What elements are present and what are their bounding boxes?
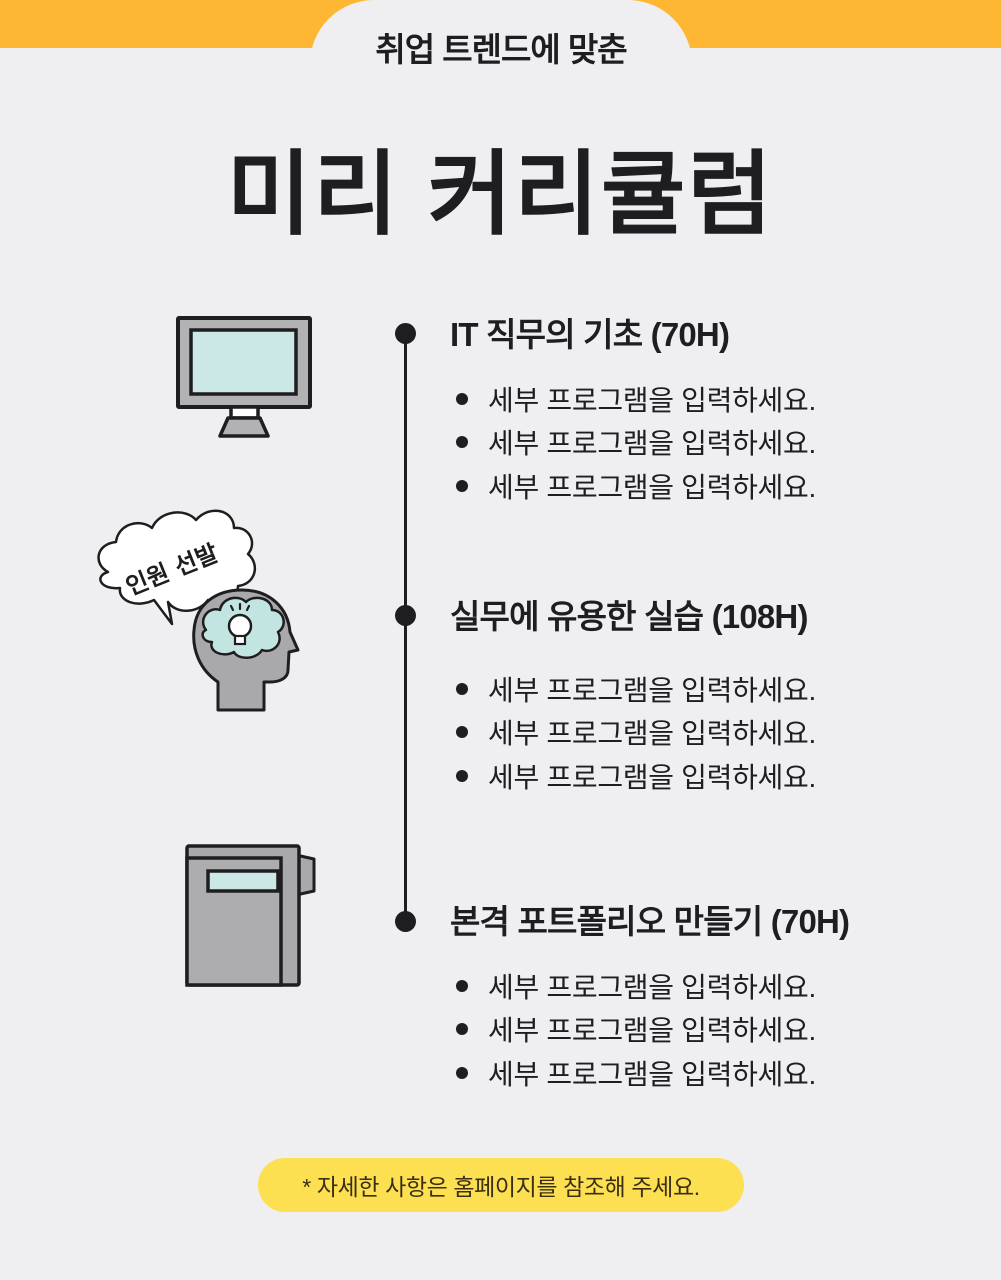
item-text: 세부 프로그램을 입력하세요. [488, 428, 816, 460]
bullet-icon [456, 436, 468, 449]
bullet-icon [456, 479, 468, 492]
head-lightbulb-icon: 인원 선발 [97, 509, 300, 712]
curriculum-section-2: 실무에 유용한 실습 (108H) 세부 프로그램을 입력하세요. 세부 프로그… [450, 597, 816, 798]
section-title: 실무에 유용한 실습 (108H) [450, 598, 808, 635]
item-text: 세부 프로그램을 입력하세요. [488, 718, 816, 750]
item-text: 세부 프로그램을 입력하세요. [488, 761, 816, 793]
bullet-icon [456, 769, 468, 782]
timeline-line [404, 333, 407, 923]
bullet-icon [456, 1023, 468, 1036]
list-item: 세부 프로그램을 입력하세요. [450, 421, 816, 465]
list-item: 세부 프로그램을 입력하세요. [450, 377, 816, 421]
section-items: 세부 프로그램을 입력하세요. 세부 프로그램을 입력하세요. 세부 프로그램을… [450, 667, 816, 798]
timeline-dot-2 [395, 605, 416, 626]
list-item: 세부 프로그램을 입력하세요. [450, 711, 816, 755]
page-title: 미리 커리큘럼 [226, 144, 775, 246]
subtitle: 취업 트렌드에 맞춘 [375, 31, 627, 68]
bullet-icon [456, 979, 468, 992]
item-text: 세부 프로그램을 입력하세요. [488, 471, 816, 503]
curriculum-section-1: IT 직무의 기초 (70H) 세부 프로그램을 입력하세요. 세부 프로그램을… [450, 315, 816, 508]
footer-note-pill: * 자세한 사항은 홈페이지를 참조해 주세요. [258, 1158, 744, 1212]
item-text: 세부 프로그램을 입력하세요. [488, 674, 816, 706]
bullet-icon [456, 1066, 468, 1079]
timeline-dot-3 [395, 911, 416, 932]
section-title: IT 직무의 기초 (70H) [450, 316, 730, 353]
monitor-icon [176, 316, 312, 438]
binder-icon [185, 844, 316, 987]
bullet-icon [456, 392, 468, 405]
section-title: 본격 포트폴리오 만들기 (70H) [450, 903, 850, 940]
timeline-dot-1 [395, 323, 416, 344]
list-item: 세부 프로그램을 입력하세요. [450, 1051, 849, 1095]
list-item: 세부 프로그램을 입력하세요. [450, 964, 849, 1008]
list-item: 세부 프로그램을 입력하세요. [450, 667, 816, 711]
item-text: 세부 프로그램을 입력하세요. [488, 1015, 816, 1047]
item-text: 세부 프로그램을 입력하세요. [488, 1058, 816, 1090]
list-item: 세부 프로그램을 입력하세요. [450, 464, 816, 508]
subtitle-tab: 취업 트렌드에 맞춘 [310, 0, 692, 90]
section-items: 세부 프로그램을 입력하세요. 세부 프로그램을 입력하세요. 세부 프로그램을… [450, 964, 849, 1095]
item-text: 세부 프로그램을 입력하세요. [488, 971, 816, 1003]
section-items: 세부 프로그램을 입력하세요. 세부 프로그램을 입력하세요. 세부 프로그램을… [450, 377, 816, 508]
bullet-icon [456, 682, 468, 695]
list-item: 세부 프로그램을 입력하세요. [450, 1008, 849, 1052]
list-item: 세부 프로그램을 입력하세요. [450, 754, 816, 798]
footer-note: * 자세한 사항은 홈페이지를 참조해 주세요. [302, 1174, 700, 1200]
curriculum-section-3: 본격 포트폴리오 만들기 (70H) 세부 프로그램을 입력하세요. 세부 프로… [450, 902, 850, 1095]
item-text: 세부 프로그램을 입력하세요. [488, 384, 816, 416]
bullet-icon [456, 726, 468, 739]
